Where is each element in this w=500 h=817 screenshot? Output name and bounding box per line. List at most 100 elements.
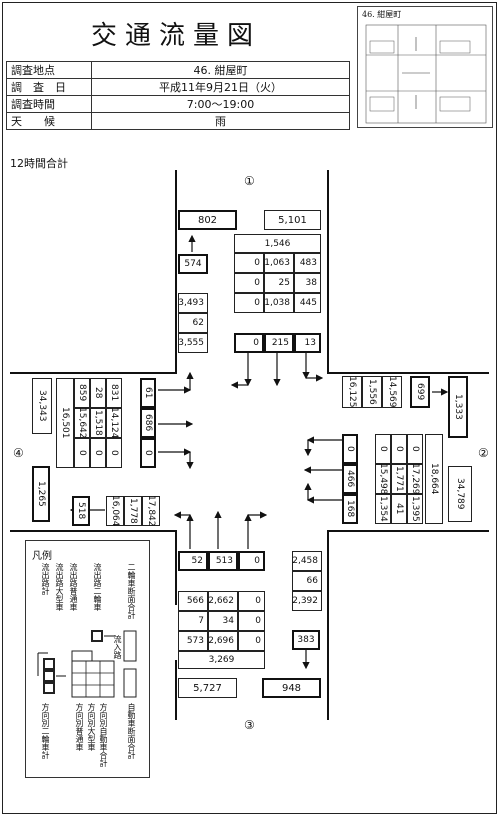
south-matrix-cell: 7 [178,611,208,631]
north-bike-cell: 13 [294,333,321,353]
east-cross-section-total: 34,789 [448,466,472,522]
south-matrix-cell: 0 [238,591,265,611]
east-matrix-cell: 1,354 [375,494,391,524]
east-matrix-cell: 0 [407,434,423,464]
info-key: 調査時間 [6,95,92,113]
west-matrix-cell: 0 [90,438,106,468]
east-bike-cell: 466 [342,464,358,494]
west-matrix-cell: 0 [106,438,122,468]
north-exit-stack-cell: 3,493 [178,293,208,313]
east-exit-bike: 699 [410,376,430,408]
west-bike-cell: 61 [140,378,156,408]
north-matrix-cell: 1,038 [264,293,294,313]
south-matrix-cell: 2,696 [208,631,238,651]
west-cross-section-total: 34,343 [32,378,52,434]
west-matrix-cell: 15,642 [74,407,90,439]
west-inflow-sum: 16,501 [56,378,74,468]
info-value: 平成11年9月21日（火） [91,78,350,96]
north-cross-section-total: 5,101 [264,210,321,230]
west-exit-stack-cell: 1,778 [124,496,142,526]
north-matrix-cell: 25 [264,273,294,293]
east-exit-stack-cell: 16,125 [342,376,362,408]
legend-label: 方向別大型車 [87,703,96,751]
east-matrix-cell: 0 [391,434,407,464]
east-exit-stack-cell: 1,556 [362,376,382,408]
north-matrix-cell: 483 [294,253,321,273]
east-matrix-cell: 1,771 [391,464,407,494]
legend-label: 方向別自動車合計 [99,703,108,767]
info-key: 調 査 日 [6,78,92,96]
west-matrix-cell: 0 [74,438,90,468]
road-edge [10,372,177,374]
south-matrix-cell: 566 [178,591,208,611]
west-exit-stack-cell: 16,064 [106,495,124,527]
east-bike-cell: 168 [342,494,358,524]
road-edge [327,530,329,720]
location-map: 46. 紺屋町 [357,6,493,128]
legend-label: 流出路計 [41,563,50,595]
info-key: 天 候 [6,112,92,130]
location-map-drawing [365,24,487,124]
south-matrix-cell: 2,662 [208,591,238,611]
road-edge [175,170,177,373]
approach-label-south: ③ [244,718,255,732]
west-matrix-cell: 14,124 [106,407,122,439]
approach-label-north: ① [244,174,255,188]
east-matrix-cell: 1,395 [407,494,423,524]
south-matrix-cell: 0 [238,611,265,631]
south-exit-stack-cell: 2,392 [292,591,322,611]
west-matrix-cell: 1,518 [90,408,106,438]
approach-label-west: ④ [13,446,24,460]
west-matrix-cell: 28 [90,378,106,408]
south-matrix-cell: 34 [208,611,238,631]
east-matrix-cell: 41 [391,494,407,524]
north-matrix-cell: 38 [294,273,321,293]
north-matrix-cell: 0 [234,293,264,313]
location-map-label: 46. 紺屋町 [362,10,402,19]
north-exit-stack-cell: 3,555 [178,333,208,353]
north-inflow-sum: 1,546 [234,234,321,253]
road-edge [10,530,177,532]
legend-label: 方向別普通車 [75,703,84,751]
east-exit-stack-cell: 14,569 [382,376,402,408]
page-title: 交通流量図 [90,20,261,51]
road-edge [327,530,489,532]
west-bike-cell: 686 [140,408,156,438]
legend-label: 流出路普通車 [69,563,78,611]
east-exit-total: 1,333 [448,376,468,438]
south-matrix-cell: 0 [238,631,265,651]
legend-label: 自動車断面合計 [127,703,136,759]
east-matrix-cell: 17,269 [407,463,423,495]
legend-title: 凡例 [32,551,52,562]
south-exit-stack-cell: 2,458 [292,551,322,571]
approach-label-east: ② [478,446,489,460]
legend-box: 凡例 流出路計 流出路大型車 流出路普通車 流出路二輪車 二輪車断面合計 方向別… [25,540,150,778]
south-exit-bike: 383 [292,630,320,650]
west-exit-total: 1,265 [32,466,50,522]
south-matrix-cell: 573 [178,631,208,651]
east-inflow-sum: 18,664 [425,434,443,524]
north-matrix-cell: 1,063 [264,253,294,273]
north-bike-cell: 0 [234,333,264,353]
road-edge [327,372,489,374]
west-exit-bike: 518 [72,496,90,526]
east-bike-cell: 0 [342,434,358,464]
south-inflow-sum: 3,269 [178,651,265,669]
south-cross-section-total: 5,727 [178,678,237,698]
legend-label: 流出路大型車 [55,563,64,611]
west-matrix-cell: 859 [74,378,90,408]
north-exit-stack-cell: 62 [178,313,208,333]
west-exit-stack-cell: 17,842 [142,495,160,527]
north-exit-total: 802 [178,210,237,230]
north-matrix-cell: 0 [234,273,264,293]
road-edge [327,170,329,373]
east-matrix-cell: 15,498 [375,463,391,495]
north-matrix-cell: 445 [294,293,321,313]
south-bike-cell: 52 [178,551,208,571]
west-bike-cell: 0 [140,438,156,468]
legend-label: 流出路二輪車 [93,563,102,611]
road-edge [175,660,177,720]
